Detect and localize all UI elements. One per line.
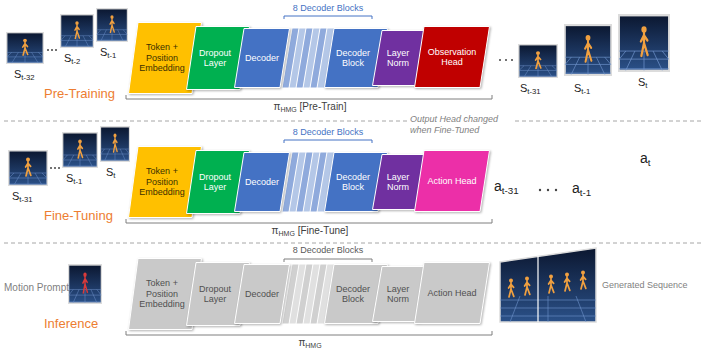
- stage-title: Pre-Training: [44, 86, 115, 102]
- layer-label: Layer Norm: [381, 172, 415, 193]
- layer-label: Decoder: [245, 289, 279, 299]
- model-bracket: [126, 219, 492, 223]
- layer-label: Decoder: [245, 53, 279, 63]
- layer-label: Layer Norm: [381, 284, 415, 305]
- layer-label: Layer Norm: [381, 48, 415, 69]
- layer-label: Action Head: [427, 176, 476, 186]
- decoder-block: Decoder: [234, 264, 290, 324]
- layer-label: Dropout Layer: [195, 48, 235, 69]
- motion-frame: [61, 15, 94, 48]
- layer-outline: [415, 27, 490, 88]
- layer-outline: [235, 29, 290, 88]
- state-label: St-2: [64, 52, 80, 65]
- layer-label: Decoder Block: [333, 172, 373, 193]
- row-separator: [4, 121, 702, 122]
- output-head: Action Head: [414, 262, 490, 324]
- motion-frame: [9, 151, 48, 186]
- motion-frame: [619, 15, 669, 71]
- stage-title: Inference: [44, 316, 98, 332]
- model-label: πHMG: [298, 337, 321, 349]
- layer-label: Token + Position Embedding: [137, 42, 187, 73]
- layer-label: Decoder: [245, 177, 279, 187]
- layer-outline: [415, 151, 490, 212]
- stack-bracket: [284, 140, 372, 143]
- motion-prompt-frame: [69, 265, 102, 303]
- decoder-block: Decoder: [234, 28, 290, 88]
- model-bracket: [126, 95, 492, 99]
- state-label: St-1: [66, 172, 82, 185]
- output-label: Generated Sequence: [602, 280, 688, 291]
- layer-label: Dropout Layer: [195, 172, 235, 193]
- row-separator: [4, 243, 702, 244]
- layer-label: Decoder Block: [333, 48, 373, 69]
- model-bracket: [126, 331, 492, 335]
- decoder-block: Decoder: [234, 152, 290, 212]
- state-label: St-31: [12, 190, 33, 203]
- model-label: πHMG [Fine-Tune]: [272, 225, 349, 237]
- action-label: at: [640, 150, 651, 167]
- layer-label: Token + Position Embedding: [137, 278, 187, 309]
- state-label: St: [638, 76, 647, 89]
- motion-frame: [7, 33, 44, 64]
- motion-frame: [519, 45, 558, 78]
- layer-label: Observation Head: [423, 47, 481, 68]
- layer-label: Action Head: [427, 288, 476, 298]
- note: Output Head changed when Fine-Tuned: [408, 114, 512, 136]
- group-label: 8 Decoder Blocks: [293, 127, 364, 138]
- generated-sequence: [500, 248, 596, 322]
- layer-label: Decoder Block: [333, 284, 373, 305]
- stack-bracket: [284, 259, 372, 262]
- state-label: St-1: [100, 46, 116, 59]
- group-label: 8 Decoder Blocks: [291, 245, 366, 256]
- layer-label: Token + Position Embedding: [137, 166, 187, 197]
- layer-outline: [235, 265, 290, 324]
- stage-title: Fine-Tuning: [44, 208, 113, 224]
- state-label: St-32: [14, 68, 35, 81]
- action-label: at-1: [572, 180, 591, 197]
- output-head: Action Head: [414, 150, 490, 212]
- state-label: St-31: [520, 82, 541, 95]
- layer-outline: [415, 263, 490, 324]
- group-label: 8 Decoder Blocks: [293, 3, 364, 14]
- state-label: St-1: [574, 82, 590, 95]
- motion-frame: [97, 9, 128, 42]
- stack-bracket: [284, 16, 372, 19]
- motion-frame: [63, 133, 98, 168]
- state-label: St: [106, 166, 115, 179]
- motion-frame: [565, 25, 611, 75]
- action-label: at-31: [494, 178, 519, 195]
- layer-label: Dropout Layer: [195, 284, 235, 305]
- output-head: Observation Head: [414, 26, 490, 88]
- model-label: πHMG [Pre-Train]: [274, 101, 347, 113]
- layer-outline: [235, 153, 290, 212]
- prompt-label: Motion Prompt: [4, 282, 69, 294]
- motion-frame: [101, 127, 130, 162]
